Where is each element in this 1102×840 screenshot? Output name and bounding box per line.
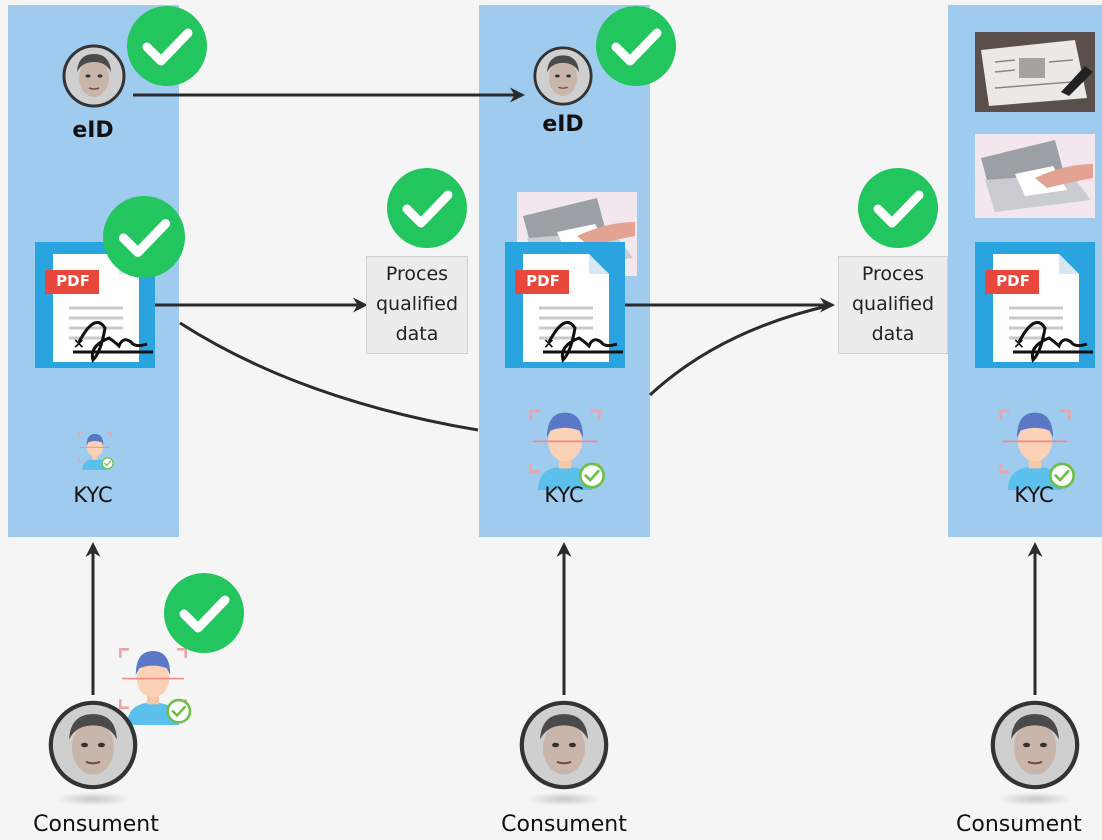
process-line: Proces [385, 263, 449, 285]
avatar-shadow [55, 792, 131, 806]
curve-kyc-to-process-2 [648, 303, 833, 397]
check-icon [127, 6, 207, 86]
consumer-label: Consument [956, 812, 1082, 837]
kyc-label: KYC [73, 483, 113, 507]
avatar-shadow [526, 792, 602, 806]
process-line: qualified [851, 293, 935, 315]
kyc-face-scan-icon [990, 395, 1080, 495]
avatar-shadow [997, 792, 1073, 806]
kyc-face-scan-icon [74, 425, 116, 473]
process-line: Proces [861, 263, 925, 285]
signed-pdf-icon [975, 242, 1095, 368]
process-line: qualified [375, 293, 459, 315]
check-icon [164, 573, 244, 653]
process-line: data [395, 323, 439, 345]
check-icon [596, 6, 676, 86]
kyc-face-scan-icon [520, 395, 610, 495]
check-icon [103, 196, 185, 278]
pdf-badge: PDF [996, 272, 1030, 290]
eid-label: eID [542, 112, 584, 137]
process-qualified-data-box: Proces qualified data [838, 256, 948, 354]
consumer-avatar [990, 700, 1080, 790]
eid-label: eID [72, 118, 114, 143]
signed-pdf-icon [505, 242, 625, 368]
consumer-label: Consument [33, 812, 159, 837]
process-line: data [871, 323, 915, 345]
eid-face-icon [533, 46, 593, 106]
eid-face-icon [62, 44, 126, 108]
kyc-label: KYC [544, 483, 584, 507]
signing-document-photo [975, 32, 1095, 112]
consumer-avatar [48, 700, 138, 790]
consumer-label: Consument [501, 812, 627, 837]
process-qualified-data-box: Proces qualified data [366, 256, 468, 354]
curve-lane1-to-lane2 [179, 321, 479, 432]
pdf-badge: PDF [526, 272, 560, 290]
consumer-avatar [519, 700, 609, 790]
check-icon [387, 168, 467, 248]
kyc-label: KYC [1014, 483, 1054, 507]
pdf-badge: PDF [56, 272, 90, 290]
check-icon [858, 168, 938, 248]
scanner-photo [975, 134, 1095, 218]
